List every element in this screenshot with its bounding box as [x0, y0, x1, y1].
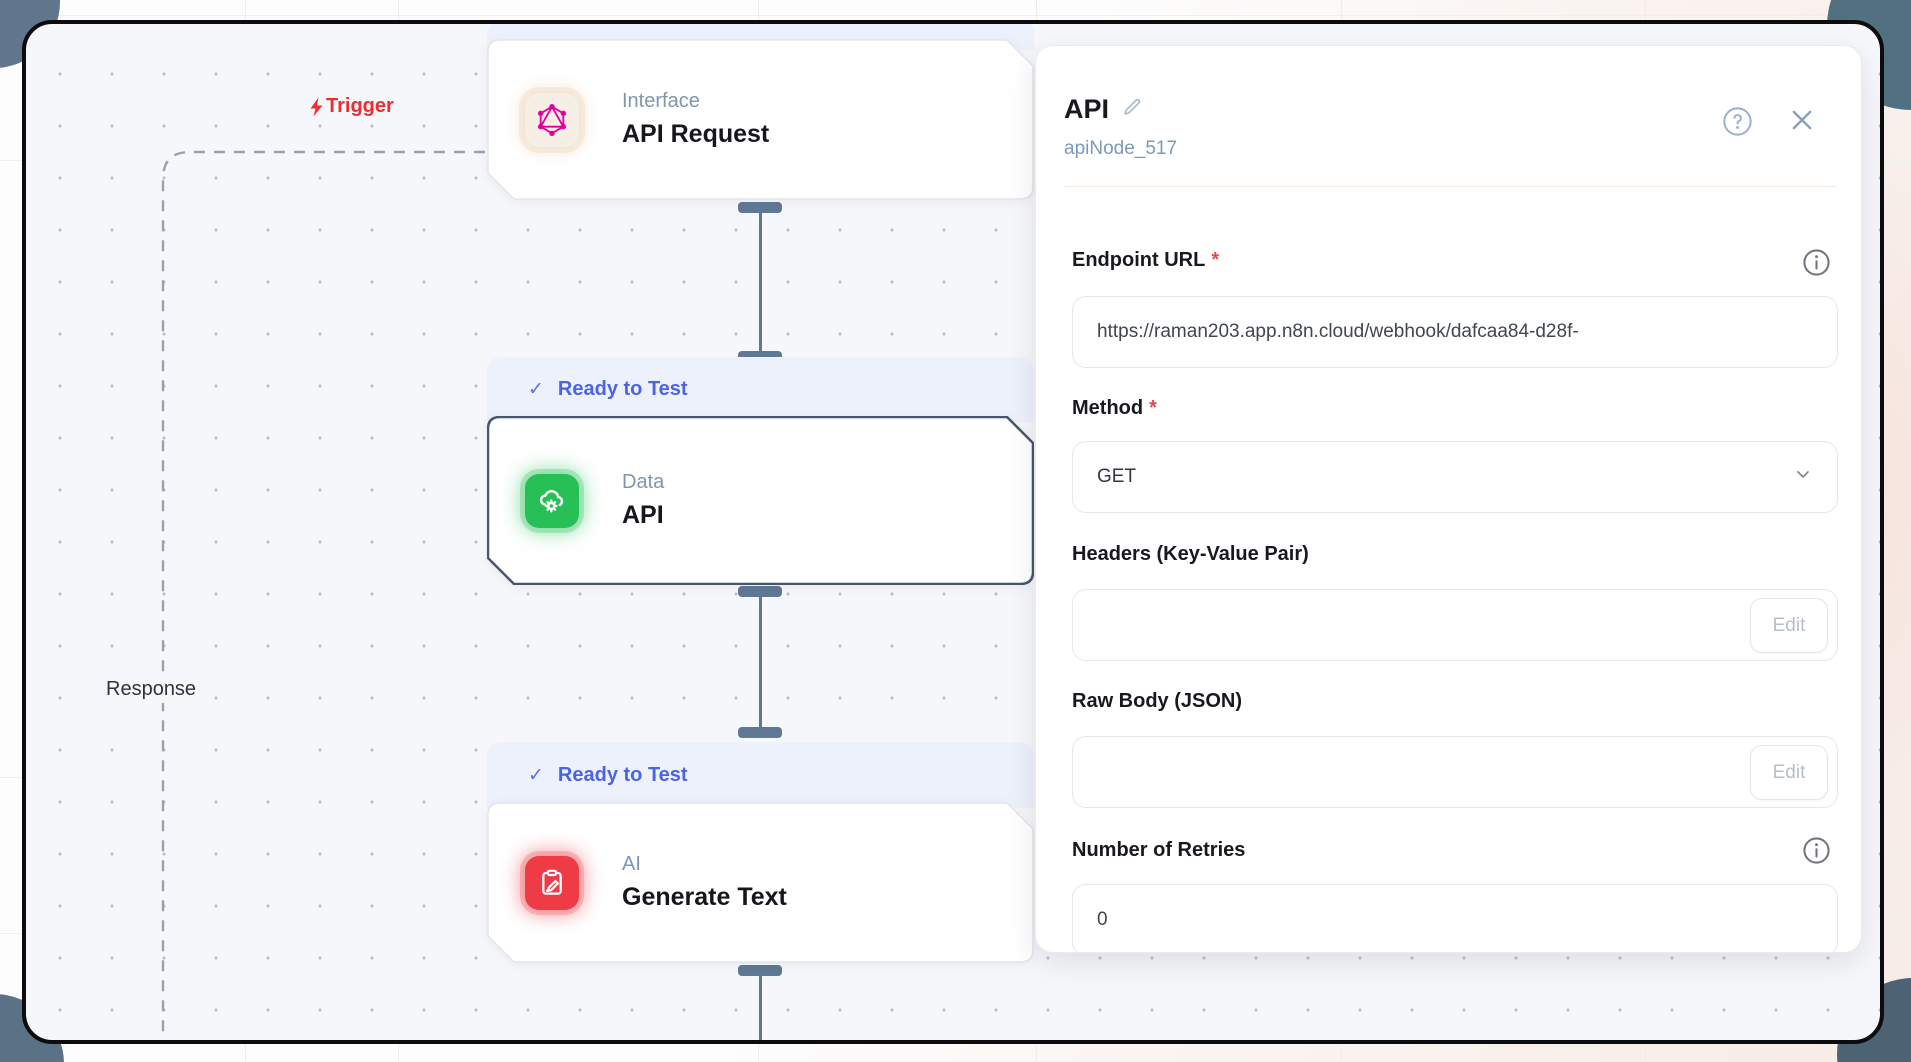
- trigger-label-text: Trigger: [326, 95, 394, 117]
- node-interface-api-request[interactable]: Interface API Request: [487, 24, 1034, 200]
- response-label: Response: [101, 676, 202, 703]
- node-category: Interface: [622, 90, 700, 112]
- headers-input[interactable]: [1072, 589, 1838, 661]
- raw-body-input[interactable]: [1072, 736, 1838, 808]
- cloud-gear-icon: [525, 473, 579, 528]
- connector-line: [759, 208, 762, 356]
- connector-endpoint: [738, 586, 782, 597]
- method-label: Method*: [1072, 397, 1157, 419]
- ready-badge-label: Ready to Test: [557, 763, 688, 786]
- ready-badge-label: Ready to Test: [557, 378, 688, 400]
- raw-body-label: Raw Body (JSON): [1072, 690, 1243, 712]
- close-icon[interactable]: [1788, 106, 1816, 139]
- node-data-api[interactable]: ✓ Ready to Test Data: [487, 357, 1034, 585]
- retries-label: Number of Retries: [1072, 839, 1246, 861]
- connector-endpoint: [738, 202, 782, 213]
- clipboard-pencil-icon: [525, 855, 579, 910]
- retries-input[interactable]: [1072, 884, 1838, 952]
- endpoint-url-label: Endpoint URL*: [1072, 249, 1220, 271]
- node-title: API Request: [622, 120, 770, 148]
- info-icon[interactable]: [1802, 248, 1831, 282]
- node-card-ai[interactable]: AI Generate Text: [487, 802, 1034, 963]
- node-id-label: apiNode_517: [1064, 138, 1178, 159]
- node-title: API: [622, 501, 664, 529]
- connector-line: [759, 971, 762, 1040]
- panel-title: API: [1064, 94, 1110, 124]
- edit-title-icon[interactable]: [1121, 96, 1143, 123]
- method-select[interactable]: GET: [1072, 441, 1838, 513]
- node-category: Data: [622, 471, 665, 493]
- connector-endpoint: [738, 351, 782, 362]
- node-ai-generate-text[interactable]: ✓ Ready to Test: [487, 742, 1034, 963]
- ready-to-test-badge: ✓ Ready to Test: [487, 357, 1034, 422]
- workflow-canvas[interactable]: Trigger Response: [22, 20, 1884, 1044]
- method-selected-value: GET: [1097, 466, 1137, 487]
- grid-line: [0, 15, 1911, 16]
- connector-endpoint: [738, 727, 782, 738]
- node-category: AI: [622, 853, 641, 875]
- help-icon[interactable]: [1722, 106, 1753, 142]
- headers-label: Headers (Key-Value Pair): [1072, 543, 1309, 565]
- node-properties-panel: API apiNode_517: [1035, 45, 1862, 953]
- node-title: Generate Text: [622, 883, 787, 911]
- chevron-down-icon: [1793, 464, 1813, 490]
- node-card-shape: [487, 416, 1034, 585]
- connector-line: [759, 592, 762, 732]
- endpoint-url-input[interactable]: [1072, 296, 1838, 368]
- info-icon[interactable]: [1802, 836, 1831, 870]
- connector-endpoint: [738, 965, 782, 976]
- raw-body-edit-button[interactable]: Edit: [1750, 745, 1828, 800]
- divider: [1064, 186, 1836, 187]
- ready-to-test-badge: ✓ Ready to Test: [487, 742, 1034, 808]
- check-icon: ✓: [528, 764, 544, 786]
- headers-edit-button[interactable]: Edit: [1750, 598, 1828, 653]
- node-card-data[interactable]: Data API: [487, 416, 1034, 585]
- node-card-interface[interactable]: Interface API Request: [487, 39, 1034, 200]
- node-card-shape: [487, 802, 1034, 963]
- lightning-icon: [310, 97, 323, 116]
- check-icon: ✓: [528, 379, 544, 400]
- trigger-label: Trigger: [309, 95, 394, 118]
- node-card-shape: [487, 39, 1034, 200]
- graphql-icon: [525, 92, 579, 147]
